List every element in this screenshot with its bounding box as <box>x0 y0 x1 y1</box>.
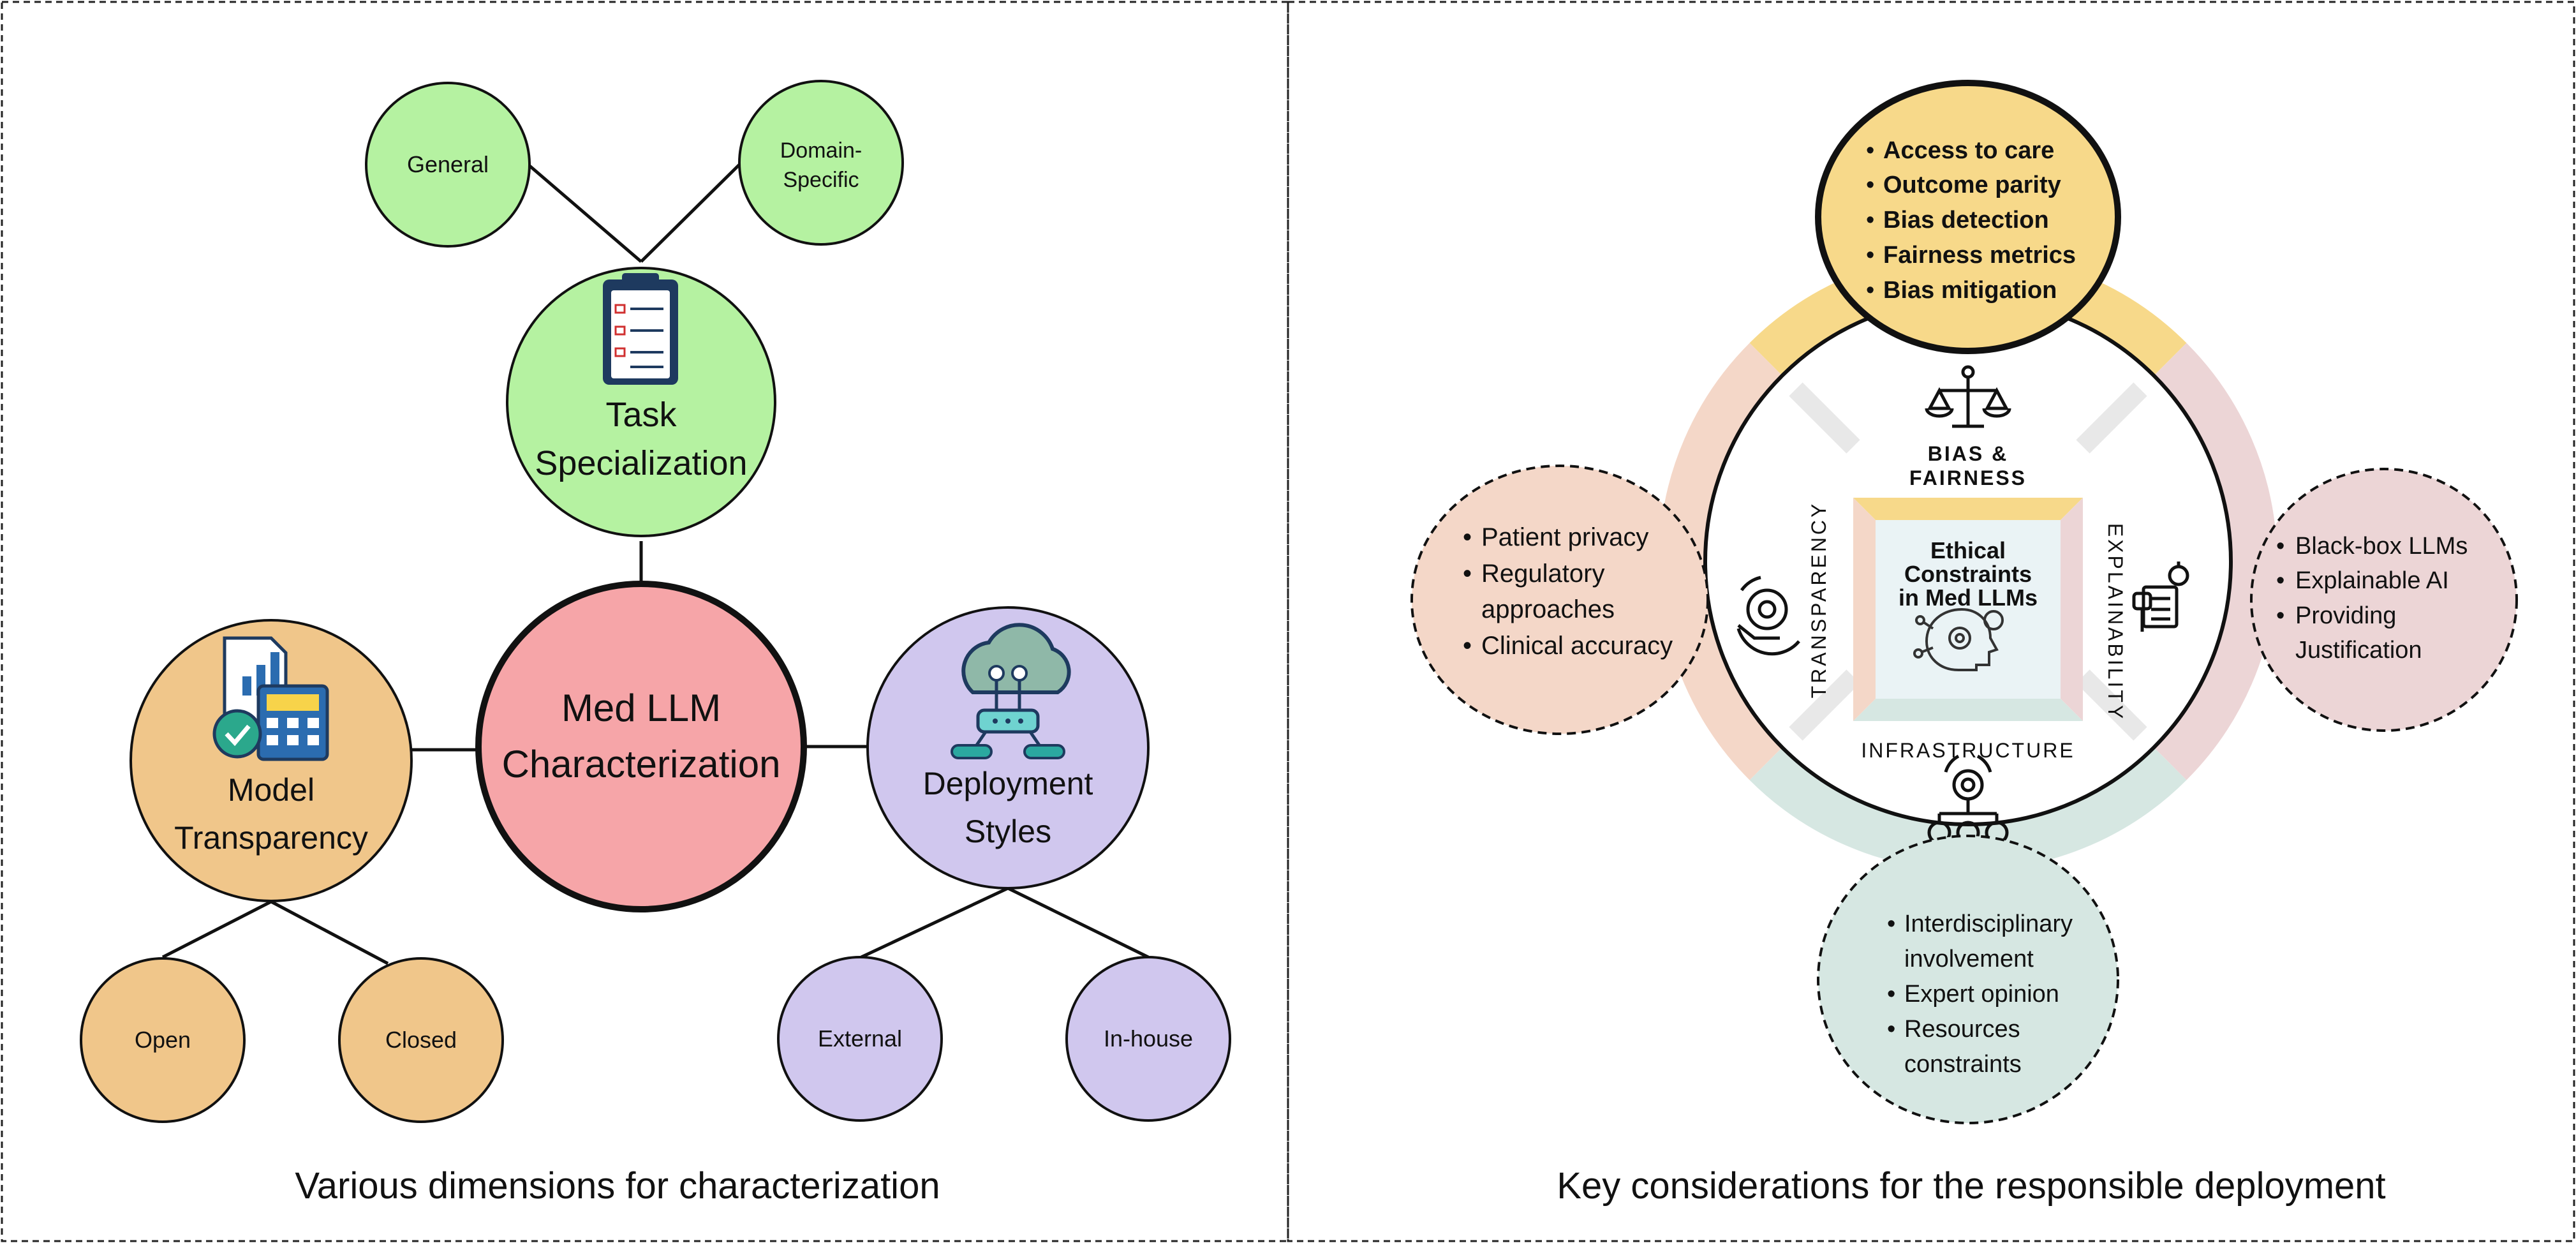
infrastructure-item: Expert opinion <box>1904 981 2059 1008</box>
deployment-styles-label-2: Styles <box>965 814 1051 849</box>
hand-gear-icon <box>1736 576 1800 656</box>
left-connectors <box>161 161 1150 965</box>
task-child-general-label: General <box>407 151 489 177</box>
infrastructure-item: involvement <box>1904 946 2034 972</box>
transparency-label: TRANSPARENCY <box>1807 502 1830 699</box>
task-child-domain-label-1: Domain- <box>780 138 862 163</box>
transparency-item-bullet: • <box>1463 523 1472 551</box>
center-label-2: Characterization <box>502 743 781 785</box>
bias-fairness-label-1: BIAS & <box>1928 442 2008 465</box>
model-transparency-label-1: Model <box>228 772 315 808</box>
infrastructure-items: • Interdisciplinary involvement • Expert… <box>1887 911 2073 1078</box>
bias-item-bullet: • <box>1866 172 1874 198</box>
explainability-item: Justification <box>2295 637 2422 664</box>
model-child-open-label: Open <box>135 1027 191 1053</box>
transparency-item: Clinical accuracy <box>1481 632 1673 660</box>
left-panel-border <box>1 1 1289 1242</box>
bias-item-bullet: • <box>1866 277 1874 304</box>
ai-head-icon <box>1913 607 2004 671</box>
task-specialization-label-1: Task <box>605 396 677 434</box>
bias-callout <box>1815 80 2121 354</box>
infrastructure-label: INFRASTRUCTURE <box>1861 739 2075 762</box>
bias-item: Bias mitigation <box>1883 277 2057 304</box>
bias-item: Bias detection <box>1883 207 2049 234</box>
balance-scale-icon <box>1925 365 2011 428</box>
ethical-center-label-3: in Med LLMs <box>1899 584 2038 611</box>
right-panel-border <box>1287 1 2575 1242</box>
explainability-item-bullet: • <box>2276 533 2284 560</box>
center-label-1: Med LLM <box>561 687 721 729</box>
left-panel-caption: Various dimensions for characterization <box>295 1165 940 1207</box>
transparency-item: Patient privacy <box>1481 523 1648 551</box>
transparency-items: • Patient privacy • Regulatory approache… <box>1463 523 1673 660</box>
explainability-item: Explainable AI <box>2295 567 2449 594</box>
deploy-child-external-label: External <box>818 1025 902 1052</box>
explainability-item: Providing <box>2295 602 2396 629</box>
clipboard-icon <box>603 273 678 385</box>
task-specialization-node <box>506 267 776 537</box>
bias-fairness-label-2: FAIRNESS <box>1909 466 2027 489</box>
ethical-center-label-1: Ethical <box>1930 537 2006 563</box>
explainability-items: • Black-box LLMs • Explainable AI • Prov… <box>2276 533 2468 664</box>
bias-item-bullet: • <box>1866 137 1874 164</box>
robot-checklist-icon <box>2132 562 2189 632</box>
ethical-center-label-2: Constraints <box>1904 561 2032 587</box>
explainability-callout <box>2250 468 2518 732</box>
ring-segment-explainability <box>2154 343 2277 780</box>
transparency-item-bullet: • <box>1463 560 1472 588</box>
task-specialization-label-2: Specialization <box>535 444 747 482</box>
transparency-item-bullet: • <box>1463 632 1472 660</box>
deployment-styles-label-1: Deployment <box>923 766 1093 801</box>
explainability-item-bullet: • <box>2276 602 2284 629</box>
infrastructure-item-bullet: • <box>1887 981 1895 1008</box>
bias-items: • Access to care • Outcome parity • Bias… <box>1866 137 2076 304</box>
model-child-closed-node <box>338 957 504 1123</box>
bias-item-bullet: • <box>1866 207 1874 234</box>
explainability-item-bullet: • <box>2276 567 2284 594</box>
bias-item-bullet: • <box>1866 242 1874 269</box>
transparency-item: Regulatory <box>1481 560 1604 588</box>
task-child-domain-node <box>738 80 904 246</box>
report-calculator-icon <box>212 636 329 761</box>
transparency-item: approaches <box>1481 595 1615 623</box>
infrastructure-item-bullet: • <box>1887 1016 1895 1043</box>
explainability-label: EXPLAINABILITY <box>2104 523 2127 721</box>
bias-item: Access to care <box>1883 137 2054 164</box>
task-child-general-node <box>365 82 531 248</box>
transparency-callout <box>1410 465 1709 735</box>
bias-item: Outcome parity <box>1883 172 2061 198</box>
inner-separators <box>1789 382 2147 741</box>
infrastructure-item-bullet: • <box>1887 911 1895 937</box>
infrastructure-item: Interdisciplinary <box>1904 911 2073 937</box>
right-panel-caption: Key considerations for the responsible d… <box>1557 1165 2385 1207</box>
med-llm-center-node <box>475 581 807 912</box>
deploy-child-external-node <box>777 956 943 1122</box>
infrastructure-item: constraints <box>1904 1051 2022 1078</box>
model-transparency-label-2: Transparency <box>174 820 368 856</box>
model-child-closed-label: Closed <box>385 1027 457 1053</box>
explainability-item: Black-box LLMs <box>2295 533 2468 560</box>
cloud-network-icon <box>951 623 1071 759</box>
model-child-open-node <box>80 957 246 1123</box>
bias-item: Fairness metrics <box>1883 242 2076 269</box>
deploy-child-inhouse-label: In-house <box>1104 1025 1193 1052</box>
infrastructure-item: Resources <box>1904 1016 2020 1043</box>
task-child-domain-label-2: Specific <box>783 168 859 192</box>
deploy-child-inhouse-node <box>1065 956 1231 1122</box>
deployment-styles-node <box>866 606 1150 889</box>
infrastructure-callout <box>1817 835 2119 1124</box>
